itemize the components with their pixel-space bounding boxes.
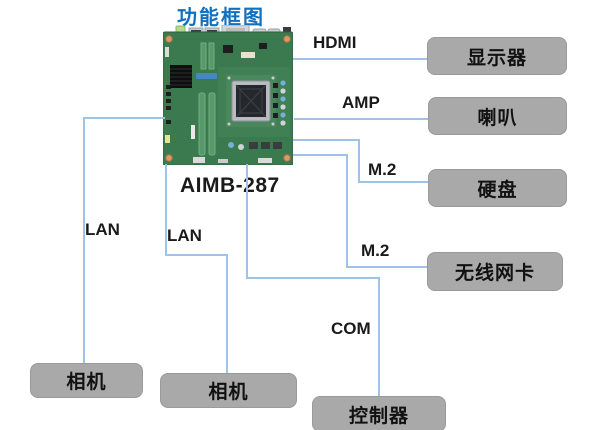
port-label-lan1: LAN bbox=[85, 220, 120, 239]
amp-connector-line bbox=[294, 118, 428, 120]
port-label-amp: AMP bbox=[342, 93, 380, 112]
lan2-connector-line bbox=[226, 254, 228, 373]
com-connector-line bbox=[378, 277, 380, 396]
m2-wifi-connector-line bbox=[293, 154, 348, 156]
device-box-camera-1: 相机 bbox=[30, 363, 143, 398]
page-title: 功能框图 bbox=[177, 7, 265, 29]
port-label-hdmi: HDMI bbox=[313, 33, 357, 52]
com-connector-line bbox=[246, 277, 380, 279]
device-box-camera-2: 相机 bbox=[160, 373, 297, 408]
m2-wifi-connector-line bbox=[346, 154, 348, 268]
m2-ssd-connector-line bbox=[293, 139, 360, 141]
m2-wifi-connector-line bbox=[346, 266, 427, 268]
device-box-controller: 控制器 bbox=[312, 396, 446, 430]
board-model-label: AIMB-287 bbox=[180, 174, 280, 197]
port-label-lan2: LAN bbox=[167, 226, 202, 245]
motherboard-image bbox=[163, 25, 293, 165]
port-label-m2-ssd: M.2 bbox=[368, 160, 397, 179]
device-box-speaker: 喇叭 bbox=[428, 97, 567, 135]
port-label-m2-wifi: M.2 bbox=[361, 241, 390, 260]
hdmi-connector-line bbox=[293, 58, 427, 60]
device-box-display: 显示器 bbox=[427, 37, 567, 75]
lan2-connector-line bbox=[165, 254, 228, 256]
lan2-connector-line bbox=[165, 164, 167, 256]
m2-ssd-connector-line bbox=[358, 139, 360, 183]
m2-ssd-connector-line bbox=[358, 181, 428, 183]
lan1-connector-line bbox=[83, 117, 165, 119]
lan1-connector-line bbox=[83, 117, 85, 363]
port-label-com: COM bbox=[331, 319, 371, 338]
device-box-wireless-card: 无线网卡 bbox=[427, 252, 563, 291]
com-connector-line bbox=[246, 164, 248, 279]
device-box-harddisk: 硬盘 bbox=[428, 169, 567, 207]
